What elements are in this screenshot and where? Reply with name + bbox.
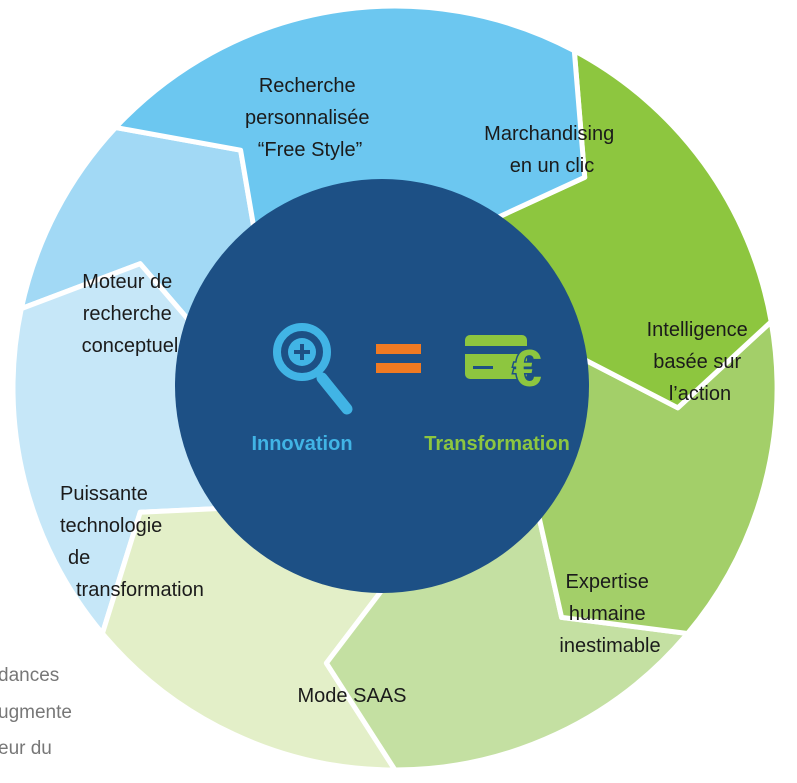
side-text-line-1: dances — [0, 665, 59, 686]
credit-card-euro-icon: € — [465, 335, 543, 400]
label-puissante-technologie: Puissante technologie de transformation — [60, 483, 204, 601]
side-text: dances ugmente eur du — [0, 665, 72, 759]
side-text-line-2: ugmente — [0, 702, 72, 723]
segment-labels: Recherche personnalisée “Free Style” Mar… — [60, 75, 754, 707]
transformation-label: Transformation — [424, 433, 570, 455]
magnifier-plus-icon — [273, 323, 353, 415]
innovation-label: Innovation — [251, 433, 352, 455]
equals-sign — [376, 344, 421, 373]
label-intelligence: Intelligence basée sur l’action — [647, 319, 754, 405]
svg-text:€: € — [513, 340, 542, 398]
label-recherche-personnalisee: Recherche personnalisée “Free Style” — [245, 75, 375, 161]
side-text-line-3: eur du — [0, 738, 52, 759]
label-expertise: Expertise humaine inestimable — [559, 571, 660, 657]
label-mode-saas: Mode SAAS — [298, 685, 407, 707]
center-circle — [175, 179, 589, 593]
label-marchandising: Marchandising en un clic — [484, 123, 620, 177]
label-moteur-recherche: Moteur de recherche conceptuel — [82, 271, 179, 357]
